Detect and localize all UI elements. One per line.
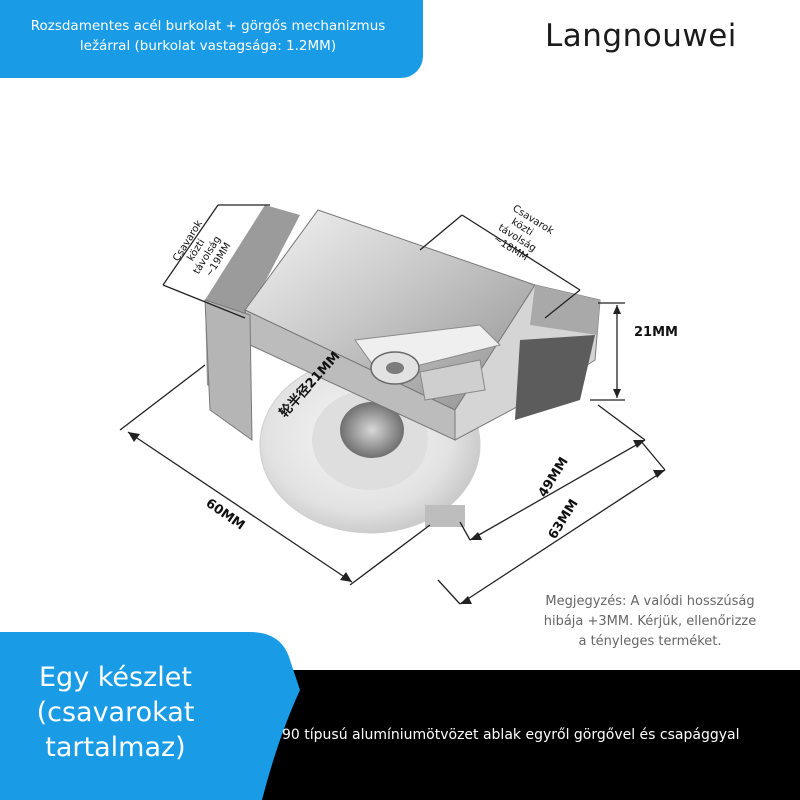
banner-text: Rozsdamentes acél burkolat + görgős mech… <box>8 16 408 56</box>
set-line-3: tartalmaz) <box>45 732 186 763</box>
dimension-arrows <box>128 305 665 604</box>
note-line-1: Megjegyzés: A valódi hosszúság <box>545 594 755 609</box>
top-banner: Rozsdamentes acél burkolat + görgős mech… <box>0 0 423 78</box>
set-contents-text: Egy készlet (csavarokat tartalmaz) <box>18 660 213 765</box>
note-line-3: a tényleges terméket. <box>578 634 722 649</box>
set-line-2: (csavarokat <box>36 697 195 728</box>
set-line-1: Egy készlet <box>39 662 192 693</box>
steel-housing <box>204 205 601 441</box>
dimension-lines <box>119 204 666 605</box>
length-note: Megjegyzés: A valódi hosszúság hibája +3… <box>515 592 785 652</box>
right-screw-distance-label: Csavarok közti távolság ~18MM <box>491 203 555 263</box>
product-description: 90 típusú alumíniumötvözet ablak egyről … <box>282 727 740 743</box>
length-49-label: 49MM <box>536 455 572 500</box>
height-label: 21MM <box>634 325 678 340</box>
length-60-label: 60MM <box>203 496 248 534</box>
brand-name: Langnouwei <box>545 18 737 54</box>
left-screw-distance-label: Csavarok közti távolság ~19MM <box>171 218 233 279</box>
banner-line-2: ležárral (burkolat vastagsága: 1.2MM) <box>79 38 337 54</box>
length-63-label: 63MM <box>546 497 582 542</box>
banner-line-1: Rozsdamentes acél burkolat + görgős mech… <box>30 18 386 34</box>
note-line-2: hibája +3MM. Kérjük, ellenőrizze <box>543 614 757 629</box>
